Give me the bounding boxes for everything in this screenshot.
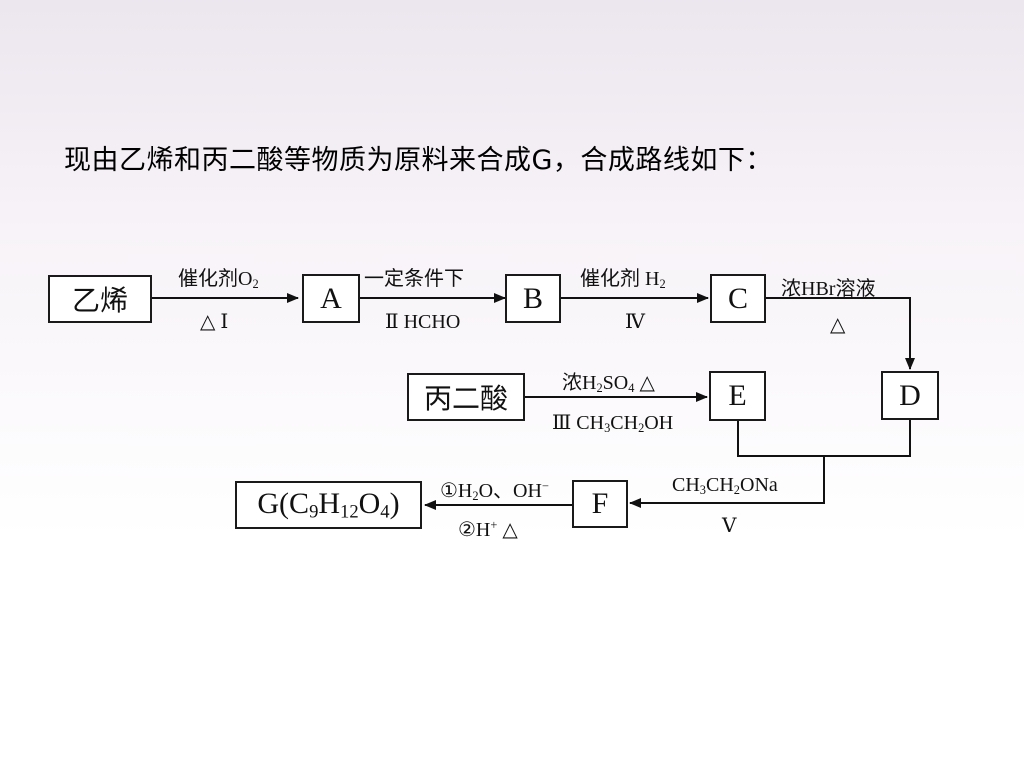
label-step3-top: 催化剂 H2 bbox=[580, 268, 666, 292]
node-e: E bbox=[709, 371, 766, 421]
label-step7-top: ①H2O、OH− bbox=[440, 479, 549, 504]
node-d-label: D bbox=[899, 378, 921, 412]
label-step5-top: 浓H2SO4 △ bbox=[562, 372, 655, 396]
intro-text: 现由乙烯和丙二酸等物质为原料来合成G，合成路线如下： bbox=[64, 145, 773, 176]
node-c-label: C bbox=[727, 281, 748, 315]
label-step1-top: 催化剂O2 bbox=[178, 268, 259, 292]
node-malonic-acid-label: 丙二酸 bbox=[423, 382, 508, 415]
node-b: B bbox=[505, 274, 561, 323]
node-c: C bbox=[710, 274, 766, 323]
arrow-ed-f bbox=[629, 456, 825, 508]
label-step2-bottom: Ⅱ HCHO bbox=[385, 311, 461, 333]
arrow-c-d bbox=[766, 297, 915, 370]
label-step1-bottom: △ Ⅰ bbox=[200, 311, 229, 333]
node-d: D bbox=[881, 371, 939, 420]
node-f-label: F bbox=[591, 487, 609, 520]
connector-e-d bbox=[737, 420, 911, 457]
label-step2-top: 一定条件下 bbox=[364, 268, 464, 290]
label-step4-top: 浓HBr溶液 bbox=[781, 278, 876, 300]
label-step5-bottom: Ⅲ CH3CH2OH bbox=[552, 412, 674, 436]
label-step6-top: CH3CH2ONa bbox=[672, 474, 778, 498]
node-malonic-acid: 丙二酸 bbox=[407, 373, 525, 421]
node-f: F bbox=[572, 480, 628, 528]
node-b-label: B bbox=[522, 281, 543, 315]
label-step4-bottom: △ bbox=[830, 314, 846, 336]
node-ethylene-label: 乙烯 bbox=[71, 284, 128, 317]
label-step6-bottom: Ⅴ bbox=[722, 515, 737, 537]
label-step7-bottom: ②H+ △ bbox=[458, 518, 518, 541]
node-a: A bbox=[302, 274, 360, 323]
node-a-label: A bbox=[320, 281, 342, 315]
node-e-label: E bbox=[728, 379, 747, 412]
node-g-label: G(C9H12O4) bbox=[257, 486, 400, 523]
node-ethylene: 乙烯 bbox=[48, 275, 152, 323]
node-g: G(C9H12O4) bbox=[235, 481, 422, 529]
label-step3-bottom: Ⅳ bbox=[625, 311, 645, 333]
